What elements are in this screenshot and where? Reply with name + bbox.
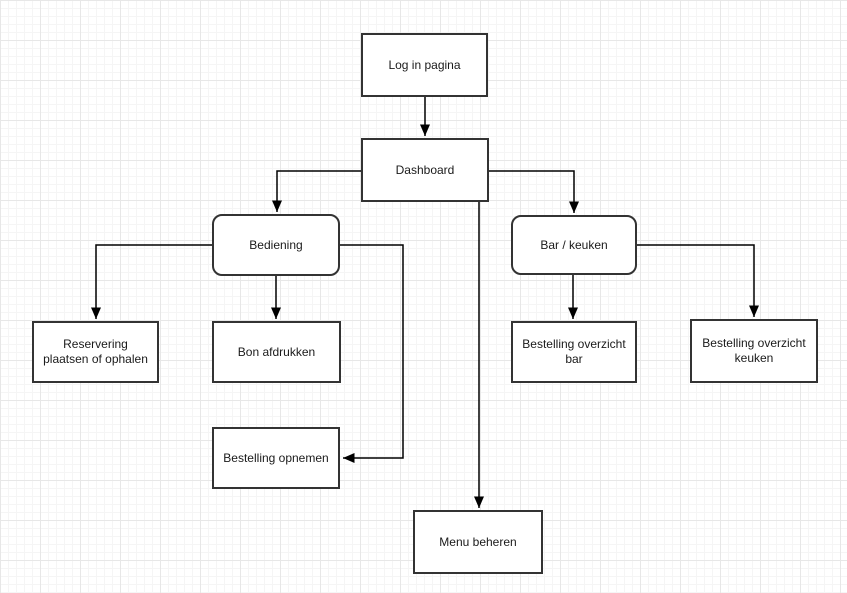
edge-dashboard-to-bediening[interactable]	[272, 170, 361, 212]
node-bediening[interactable]: Bediening	[212, 214, 340, 276]
edge-dashboard-to-bar-keuken[interactable]	[489, 170, 579, 213]
node-dashboard[interactable]: Dashboard	[361, 138, 489, 202]
edge-bediening-to-reservering[interactable]	[91, 244, 212, 319]
node-bestelling-opnemen-label: Bestelling opnemen	[223, 450, 329, 465]
edge-bediening-to-bestelling-opnemen[interactable]	[340, 244, 404, 463]
node-reservering-plaatsen-of-ophalen[interactable]: Reservering plaatsen of ophalen	[32, 321, 159, 383]
node-menu-beheren[interactable]: Menu beheren	[413, 510, 543, 574]
node-login-pagina-label: Log in pagina	[388, 57, 461, 72]
node-menu-beheren-label: Menu beheren	[439, 534, 517, 549]
node-login-pagina[interactable]: Log in pagina	[361, 33, 488, 97]
node-bon-afdrukken[interactable]: Bon afdrukken	[212, 321, 341, 383]
node-bestelling-overzicht-keuken[interactable]: Bestelling overzicht keuken	[690, 319, 818, 383]
node-overzicht-keuken-label: Bestelling overzicht keuken	[702, 336, 806, 365]
node-bar-keuken-label: Bar / keuken	[540, 237, 608, 252]
edge-bar-keuken-to-overzicht-keuken[interactable]	[637, 244, 759, 317]
node-bediening-label: Bediening	[249, 237, 303, 252]
node-dashboard-label: Dashboard	[395, 162, 455, 177]
node-bon-afdrukken-label: Bon afdrukken	[237, 344, 316, 359]
node-overzicht-bar-label: Bestelling overzicht bar	[522, 337, 626, 366]
node-bestelling-opnemen[interactable]: Bestelling opnemen	[212, 427, 340, 489]
node-reservering-label: Reservering plaatsen of ophalen	[43, 337, 148, 366]
node-bar-keuken[interactable]: Bar / keuken	[511, 215, 637, 275]
node-bestelling-overzicht-bar[interactable]: Bestelling overzicht bar	[511, 321, 637, 383]
